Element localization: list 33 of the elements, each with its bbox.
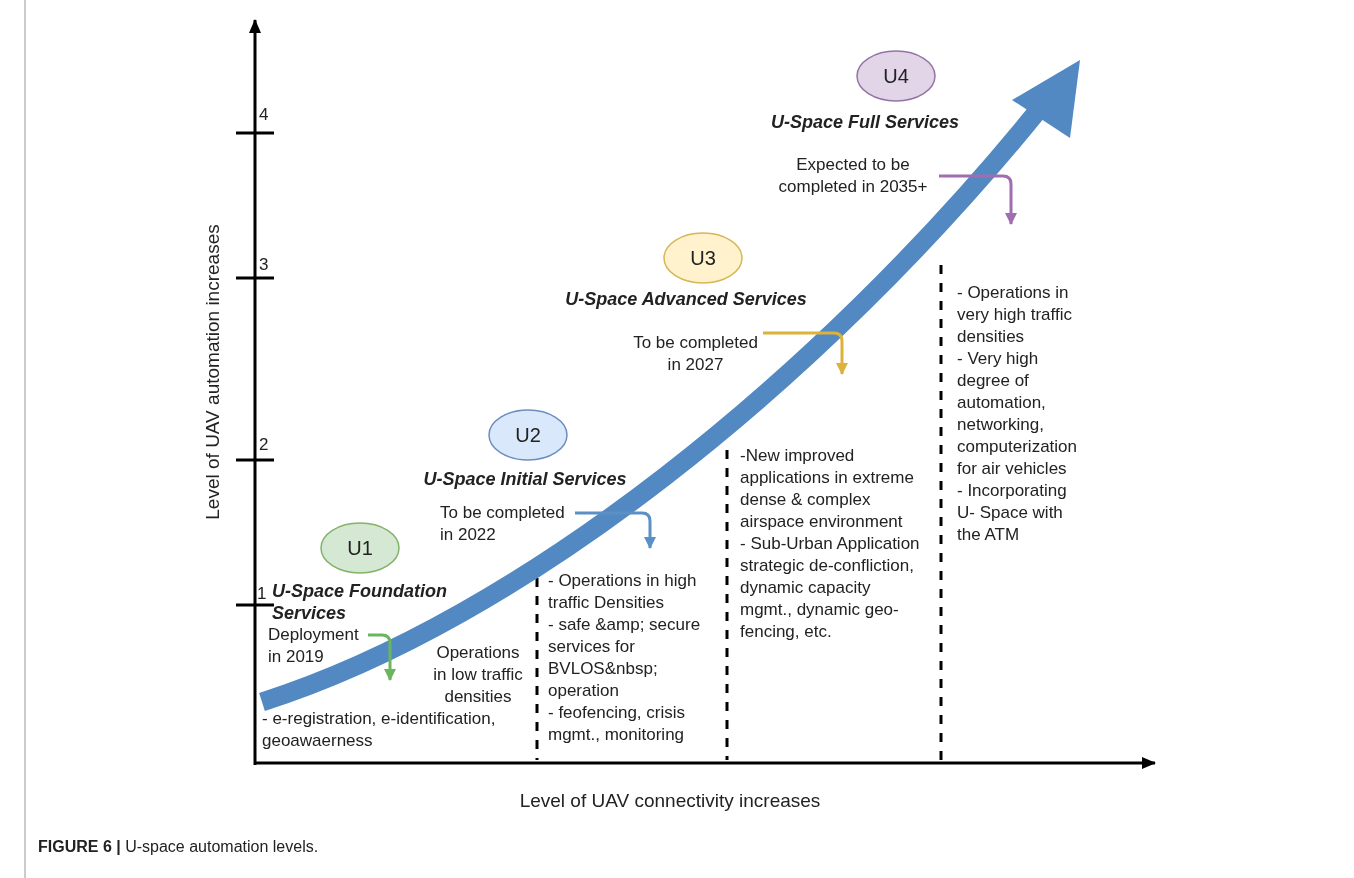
axis-title: Level of UAV connectivity increases <box>518 790 822 812</box>
milestone-text: Deployment in 2019 <box>268 624 368 668</box>
arrow <box>939 174 1017 225</box>
stage-heading: U-Space Initial Services <box>422 468 628 490</box>
bullet-text: - Very high degree of automation, networking, computerization for air vehicles <box>957 348 1078 480</box>
figure-caption: FIGURE 6 | U-space automation levels. <box>38 837 319 857</box>
stage-heading: U-Space Full Services <box>769 111 961 133</box>
stage-heading: U-Space Advanced Services <box>564 288 808 310</box>
milestone-text: Expected to be completed in 2035+ <box>767 154 939 198</box>
axis-tick-label: 2 <box>259 434 269 456</box>
milestone-text: To be completed in 2027 <box>628 332 763 376</box>
stage-heading: U-Space Foundation Services <box>272 580 448 624</box>
axis-tick-label: 3 <box>259 254 269 276</box>
arrow <box>763 331 848 375</box>
stage-ellipse: U3 <box>663 232 743 284</box>
axis-tick-label: 1 <box>257 583 267 605</box>
bullet-text: -New improved applications in extreme dense & complex airspace environment <box>740 445 915 533</box>
stage-ellipse: U2 <box>488 409 568 461</box>
axis-title: Level of UAV automation increases <box>202 224 224 520</box>
bullet-text: - feofencing, crisis mgmt., monitoring <box>548 702 686 746</box>
axis-tick-label: 4 <box>259 104 269 126</box>
description-text: - e-registration, e-identification, geoawaerness <box>262 708 497 752</box>
arrow <box>575 511 656 549</box>
bullet-text: - Operations in very high traffic densities <box>957 282 1073 348</box>
bullet-text: - Operations in high traffic Densities <box>548 570 698 614</box>
bullet-text: - safe &amp; secure services for BVLOS&nbsp; operation <box>548 614 702 702</box>
stage-ellipse: U1 <box>320 522 400 574</box>
bullet-text: - Sub-Urban Application strategic de-confliction, dynamic capacity mgmt., dynamic geo-fencing, etc. <box>740 533 921 643</box>
description-text: Operations in low traffic densities <box>432 642 524 708</box>
milestone-text: To be completed in 2022 <box>440 502 575 546</box>
arrow <box>368 633 396 681</box>
stage-ellipse: U4 <box>856 50 936 102</box>
bullet-text: - Incorporating U- Space with the ATM <box>957 480 1068 546</box>
